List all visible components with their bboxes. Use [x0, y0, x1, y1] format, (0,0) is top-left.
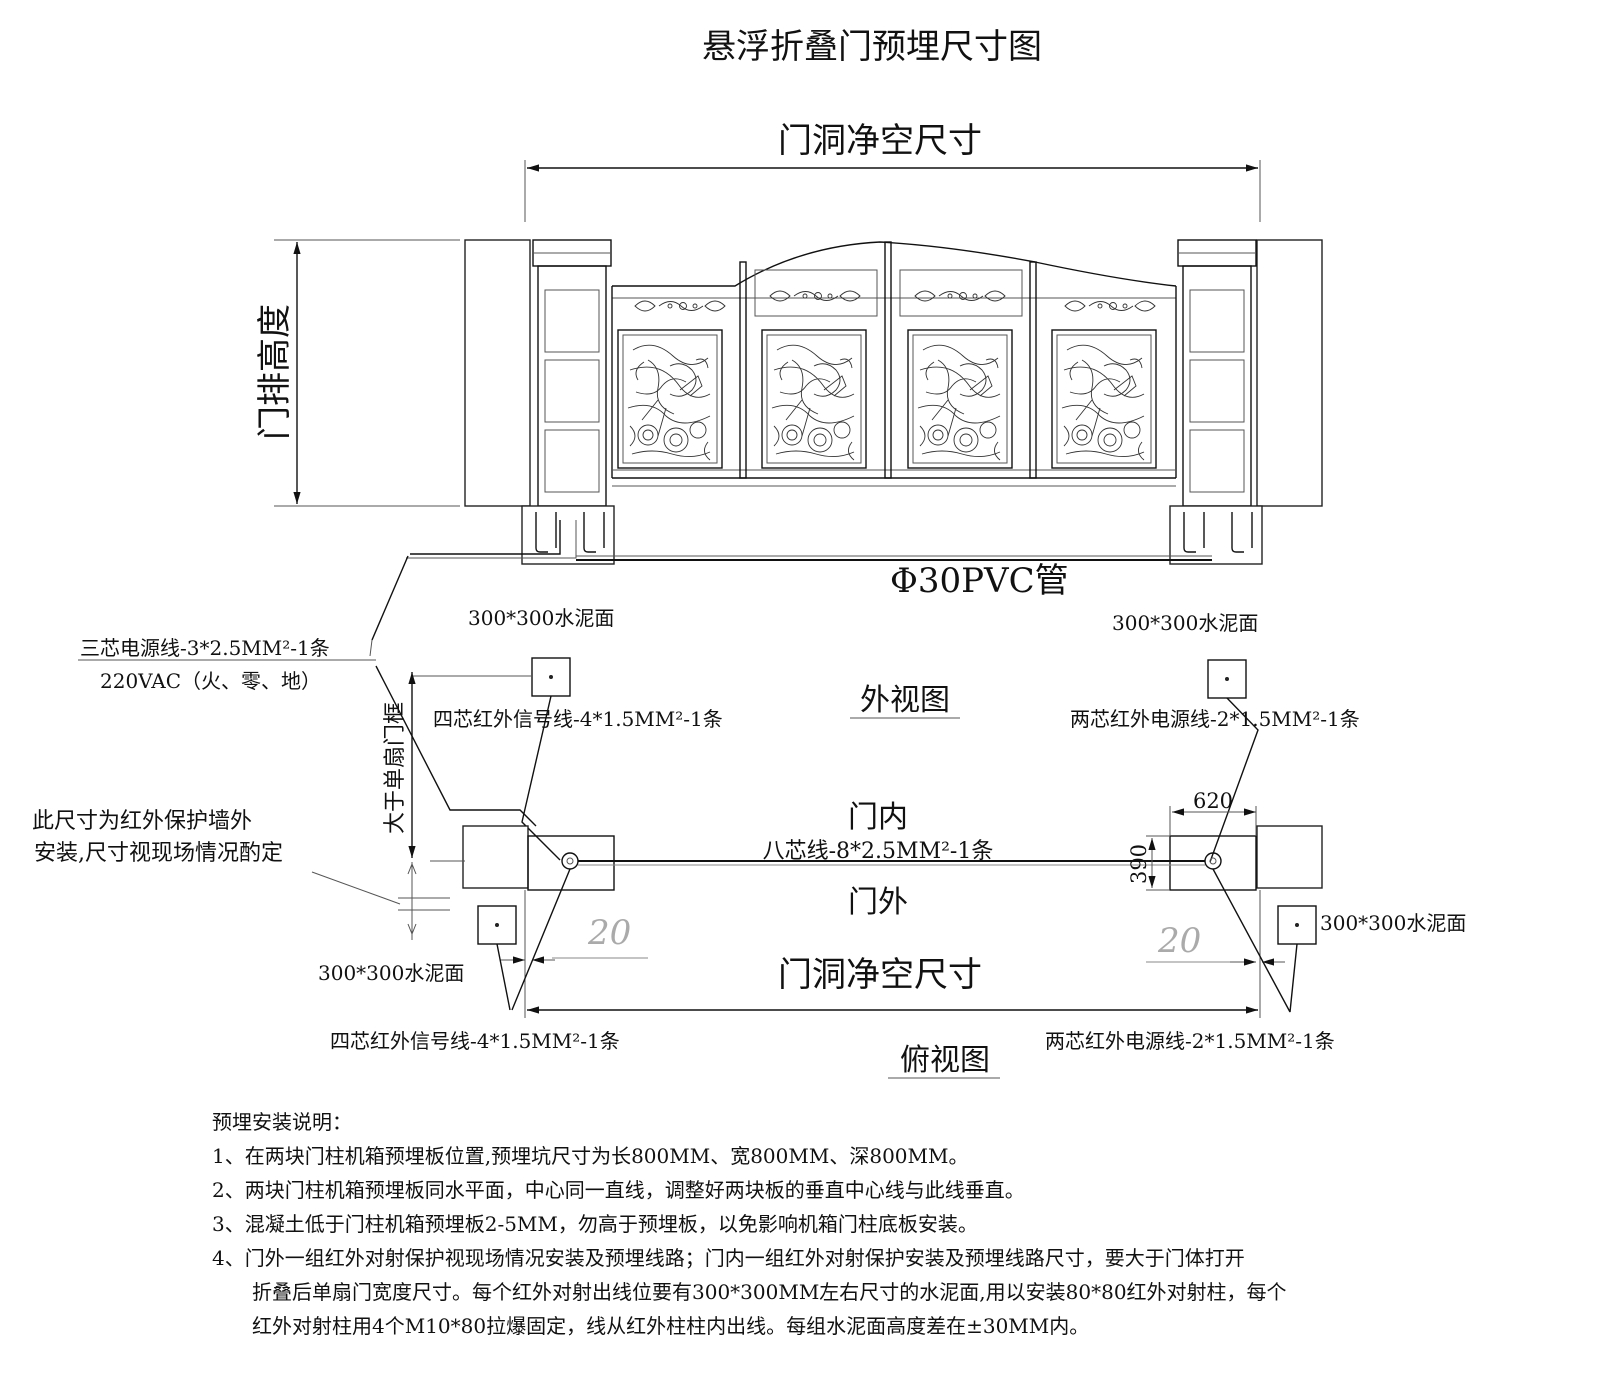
ir-signal-top-leader	[521, 695, 561, 861]
cement-bottom-right-label: 300*300水泥面	[1320, 911, 1466, 935]
note-item-1: 1、在两块门柱机箱预埋板位置,预埋坑尺寸为长800MM、宽800MM、深800M…	[212, 1144, 968, 1168]
dim-20-right: 20	[1157, 921, 1201, 961]
note-item-3: 3、混凝土低于门柱机箱预埋板2-5MM，勿高于预埋板，以免影响机箱门柱底板安装。	[212, 1212, 978, 1236]
install-notes: 预埋安装说明： 1、在两块门柱机箱预埋板位置,预埋坑尺寸为长800MM、宽800…	[212, 1110, 1287, 1338]
plan-left-pillar	[527, 835, 615, 891]
elevation-view: 门洞净空尺寸 门排高度	[78, 121, 1323, 827]
clear-width-label-bottom: 门洞净空尺寸	[778, 955, 982, 995]
power-line-label: 三芯电源线-3*2.5MM²-1条	[80, 636, 330, 660]
dim-620: 620	[1193, 789, 1233, 813]
eight-core-label: 八芯线-8*2.5MM²-1条	[763, 839, 994, 864]
ir-power-bottom-leader	[1212, 868, 1298, 1013]
ir-signal-top-label: 四芯红外信号线-4*1.5MM²-1条	[433, 707, 723, 731]
outside-label: 门外	[848, 885, 908, 920]
cement-top-right-label: 300*300水泥面	[1112, 611, 1258, 635]
right-foundation	[1169, 505, 1263, 565]
ir-signal-bottom-label: 四芯红外信号线-4*1.5MM²-1条	[330, 1029, 620, 1053]
pipe-label: Φ30PVC管	[890, 561, 1069, 601]
plan-right-pillar	[1169, 835, 1257, 891]
note-item-4-cont-2: 红外对射柱用4个M10*80拉爆固定，线从红外柱柱内出线。每组水泥面高度差在±3…	[252, 1314, 1089, 1338]
note-line-1: 此尺寸为红外保护墙外	[32, 809, 252, 834]
plan-left-wall	[462, 825, 529, 889]
note-line-2: 安装,尺寸视现场情况酌定	[34, 841, 283, 866]
power-cable-leader	[371, 555, 409, 641]
dim-20-left: 20	[587, 913, 631, 953]
cement-top-left-label: 300*300水泥面	[468, 606, 614, 630]
leaf-frame-label: 大于单扇门框	[383, 702, 408, 834]
notes-heading: 预埋安装说明：	[212, 1110, 352, 1134]
clear-width-label-top: 门洞净空尺寸	[778, 121, 982, 161]
cement-bottom-left-label: 300*300水泥面	[318, 961, 464, 985]
plan-right-wall	[1256, 825, 1323, 889]
note-item-4-cont-1: 折叠后单扇门宽度尺寸。每个红外对射出线位要有300*300MM左右尺寸的水泥面,…	[252, 1280, 1287, 1304]
ir-signal-bottom-leader	[496, 868, 571, 1011]
outside-view-label: 外视图	[860, 683, 950, 718]
right-wall	[1256, 239, 1323, 507]
folding-gate	[611, 241, 1177, 487]
left-foundation	[521, 505, 615, 565]
ir-power-top-label: 两芯红外电源线-2*1.5MM²-1条	[1070, 707, 1360, 731]
right-pillar	[1177, 239, 1257, 507]
height-label: 门排高度	[255, 304, 295, 440]
power-line-sub-label: 220VAC（火、零、地）	[100, 669, 321, 693]
left-wall	[464, 239, 531, 507]
note-leader	[311, 871, 401, 905]
plan-view-label: 俯视图	[900, 1043, 990, 1078]
note-item-2: 2、两块门柱机箱预埋板同水平面，中心同一直线，调整好两块板的垂直中心线与此线垂直…	[212, 1178, 1025, 1202]
plan-view: 300*300水泥面 300*300水泥面 外视图 四芯红外信号线-4*1.5M…	[32, 606, 1466, 1079]
left-pillar	[532, 239, 612, 507]
plan-left-post-center	[561, 852, 579, 870]
ir-power-bottom-label: 两芯红外电源线-2*1.5MM²-1条	[1045, 1029, 1335, 1053]
inside-label: 门内	[848, 800, 908, 835]
dim-390: 390	[1127, 844, 1151, 884]
page-title: 悬浮折叠门预埋尺寸图	[702, 27, 1042, 67]
pvc-pipe	[406, 520, 1212, 561]
note-item-4: 4、门外一组红外对射保护视现场情况安装及预埋线路；门内一组红外对射保护安装及预埋…	[212, 1246, 1245, 1270]
ir-power-top-leader	[1209, 697, 1259, 863]
